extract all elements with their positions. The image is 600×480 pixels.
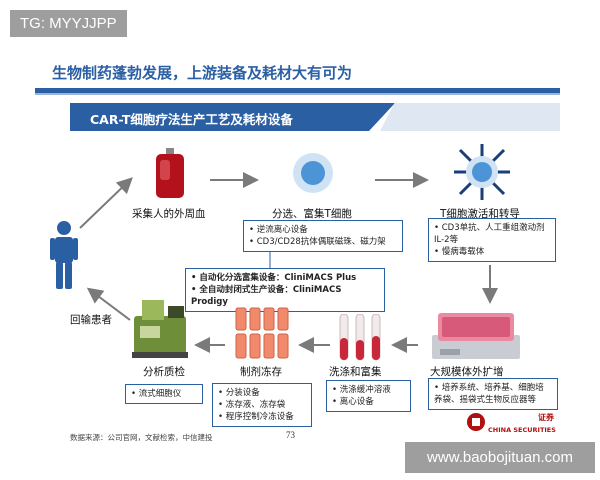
qc-equipment-box: 流式细胞仪 (125, 384, 203, 404)
wash-item: 离心设备 (332, 396, 405, 408)
activate-item: 慢病毒载体 (434, 246, 550, 258)
source-note: 数据来源：公司官网，文献检索，中信建投 (70, 433, 213, 442)
bioreactor-icon (432, 313, 520, 359)
logo-cn-text: 证券 (538, 413, 554, 422)
page-number: 73 (286, 430, 295, 440)
section-header: CAR-T细胞疗法生产工艺及耗材设备 (70, 103, 395, 131)
freeze-item: 程序控制冷冻设备 (218, 411, 306, 423)
expand-equipment-box: 培养系统、培养基、细胞培养袋、摇袋式生物反应器等 (428, 378, 558, 410)
qc-item: 流式细胞仪 (131, 388, 197, 400)
step-label-freeze: 制剂冻存 (240, 366, 282, 378)
logo-text: CHINA SECURITIES (488, 426, 556, 434)
step-label-collect: 采集人的外周血 (132, 208, 206, 220)
patient-icon (50, 221, 78, 289)
automation-callout: 自动化分选富集设备：CliniMACS Plus 全自动封闭式生产设备：Clin… (185, 268, 385, 312)
watermark-bottom: www.baobojituan.com (405, 442, 595, 473)
arrow-qc-to-patient (86, 287, 131, 321)
section-header-tail (380, 103, 560, 131)
separate-item: 逆流离心设备 (249, 224, 397, 236)
title-band-secondary (35, 93, 560, 95)
t-cell-icon (293, 153, 333, 193)
blood-bag-icon (156, 148, 184, 198)
china-securities-logo-icon (467, 413, 485, 431)
watermark-top: TG: MYYJJPP (10, 10, 127, 37)
step-label-separate: 分选、富集T细胞 (272, 208, 352, 220)
step-label-expand: 大规模体外扩增 (430, 366, 504, 378)
expand-item: 培养系统、培养基、细胞培养袋、摇袋式生物反应器等 (434, 382, 552, 406)
wash-materials-box: 洗涤缓冲溶液 离心设备 (326, 380, 411, 412)
freeze-item: 分装设备 (218, 387, 306, 399)
activate-materials-box: CD3单抗、人工重组激动剂 IL-2等 慢病毒载体 (428, 218, 556, 262)
separate-equipment-box: 逆流离心设备 CD3/CD28抗体偶联磁珠、磁力架 (243, 220, 403, 252)
page-title: 生物制药蓬勃发展，上游装备及耗材大有可为 (52, 64, 353, 82)
section-title: CAR-T细胞疗法生产工艺及耗材设备 (90, 112, 293, 127)
step-label-qc: 分析质检 (143, 366, 185, 378)
test-tubes-icon (339, 314, 381, 361)
step-label-activate: T细胞激活和转导 (440, 208, 520, 220)
flow-cytometer-icon (132, 300, 188, 358)
step-label-wash: 洗涤和富集 (329, 366, 382, 378)
arrow-patient-to-collect (79, 177, 133, 229)
callout-item: 自动化分选富集设备：CliniMACS Plus (191, 272, 379, 284)
callout-item: 全自动封闭式生产设备：CliniMACS Prodigy (191, 284, 379, 308)
step-label-reinfuse: 回输患者 (70, 314, 112, 326)
activated-t-cell-icon (454, 144, 510, 200)
separate-item: CD3/CD28抗体偶联磁珠、磁力架 (249, 236, 397, 248)
wash-item: 洗涤缓冲溶液 (332, 384, 405, 396)
vial-rack-icon (235, 307, 289, 359)
freeze-item: 冻存液、冻存袋 (218, 399, 306, 411)
activate-item: CD3单抗、人工重组激动剂 IL-2等 (434, 222, 550, 246)
title-band (35, 88, 560, 93)
freeze-equipment-box: 分装设备 冻存液、冻存袋 程序控制冷冻设备 (212, 383, 312, 427)
